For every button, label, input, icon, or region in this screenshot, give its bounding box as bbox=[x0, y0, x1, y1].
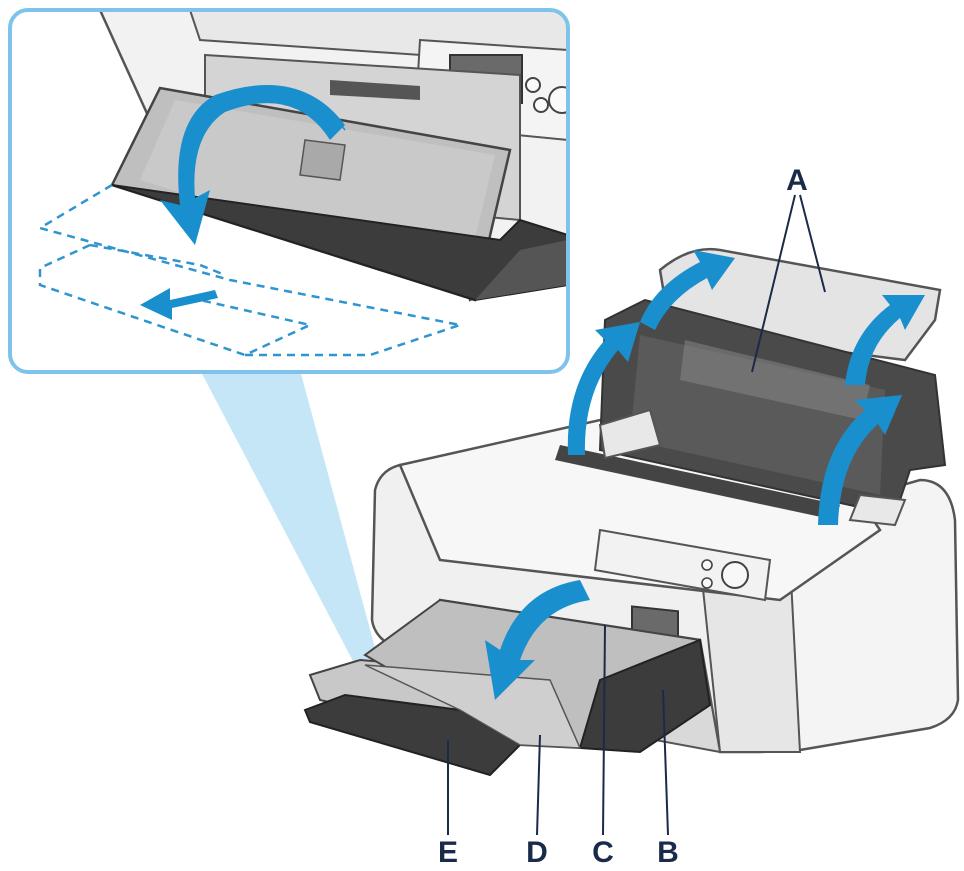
callout-line-d bbox=[536, 734, 541, 836]
callout-line-a-right bbox=[799, 194, 826, 293]
main-arrows bbox=[485, 250, 925, 700]
inset-front-dark bbox=[330, 80, 420, 100]
inset-detail bbox=[8, 8, 570, 374]
printer-top-cover bbox=[398, 418, 882, 602]
callout-line-b bbox=[662, 689, 669, 836]
label-b: B bbox=[657, 836, 679, 869]
callout-lines bbox=[447, 194, 826, 836]
paper-guide-right bbox=[848, 493, 907, 527]
curved-arrow-icon bbox=[567, 322, 640, 455]
control-dial bbox=[721, 561, 749, 589]
inset-tray-base-light bbox=[475, 240, 568, 300]
callout-line-c bbox=[602, 624, 606, 836]
inset-dial bbox=[548, 86, 568, 114]
control-button-2 bbox=[701, 577, 713, 589]
label-a: A bbox=[786, 164, 808, 197]
curved-arrow-icon bbox=[640, 250, 735, 330]
zoom-beam bbox=[200, 370, 395, 722]
label-e: E bbox=[438, 836, 458, 869]
control-button-1 bbox=[701, 559, 713, 571]
straight-arrow-icon bbox=[140, 288, 218, 320]
curved-arrow-icon bbox=[818, 395, 902, 525]
paper-guide-left bbox=[598, 408, 662, 460]
inset-dashed-outline-3 bbox=[245, 323, 461, 357]
inset-guide-arc bbox=[261, 95, 346, 131]
label-d: D bbox=[526, 836, 548, 869]
output-tray-edge bbox=[578, 638, 712, 754]
inset-border bbox=[8, 8, 570, 374]
inset-button-2 bbox=[533, 97, 549, 113]
curved-arrow-icon bbox=[485, 580, 590, 700]
paper-support-light bbox=[680, 340, 870, 420]
curved-arrow-icon bbox=[160, 85, 345, 245]
label-c: C bbox=[592, 836, 614, 869]
inset-dashed-outline-4 bbox=[89, 243, 226, 277]
inset-button-1 bbox=[525, 77, 541, 93]
paper-support bbox=[598, 248, 947, 527]
callout-line-a-left bbox=[751, 194, 796, 373]
curved-arrow-icon bbox=[845, 295, 925, 385]
inset-tray-notch bbox=[299, 139, 346, 181]
paper-slot bbox=[555, 445, 840, 520]
inset-dashed-outline-2 bbox=[38, 243, 314, 357]
tray-extension-light bbox=[364, 664, 582, 749]
